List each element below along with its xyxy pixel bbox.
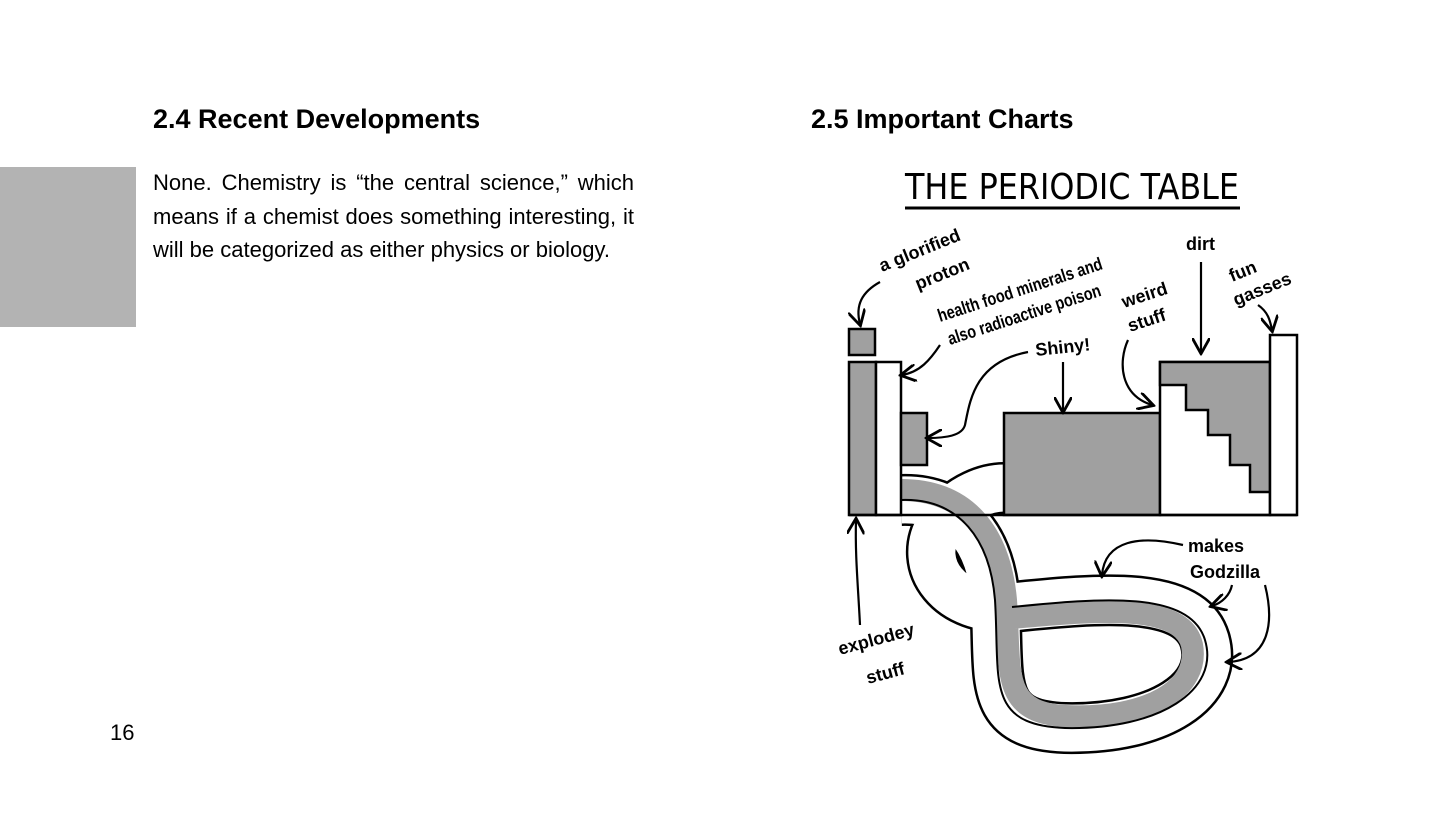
noble-gas-column xyxy=(1268,333,1299,517)
periodic-blocks xyxy=(847,327,1299,755)
section-heading-recent-developments: 2.4 Recent Developments xyxy=(153,104,481,134)
chapter-tab: CHEMISTRY xyxy=(0,167,136,471)
section-body: None. Chemistry is “the central science,… xyxy=(153,170,634,262)
alkaline-column xyxy=(874,360,903,517)
label-godzilla-2: Godzilla xyxy=(1190,562,1261,582)
label-godzilla-1: makes xyxy=(1188,536,1244,556)
figure-title: THE PERIODIC TABLE xyxy=(904,167,1239,208)
transition-block xyxy=(1002,411,1162,517)
page-number: 16 xyxy=(110,720,135,745)
label-dirt: dirt xyxy=(1186,234,1215,254)
label-shiny: Shiny! xyxy=(1034,334,1091,360)
alkali-column xyxy=(847,360,878,517)
label-explodey-2: stuff xyxy=(864,658,908,688)
hydrogen-box xyxy=(847,327,877,357)
f-block-ribbon xyxy=(900,462,1234,755)
label-explodey-1: explodey xyxy=(836,619,917,659)
arrows xyxy=(856,262,1272,662)
small-block xyxy=(899,411,929,467)
section-heading-important-charts: 2.5 Important Charts xyxy=(811,104,1074,134)
